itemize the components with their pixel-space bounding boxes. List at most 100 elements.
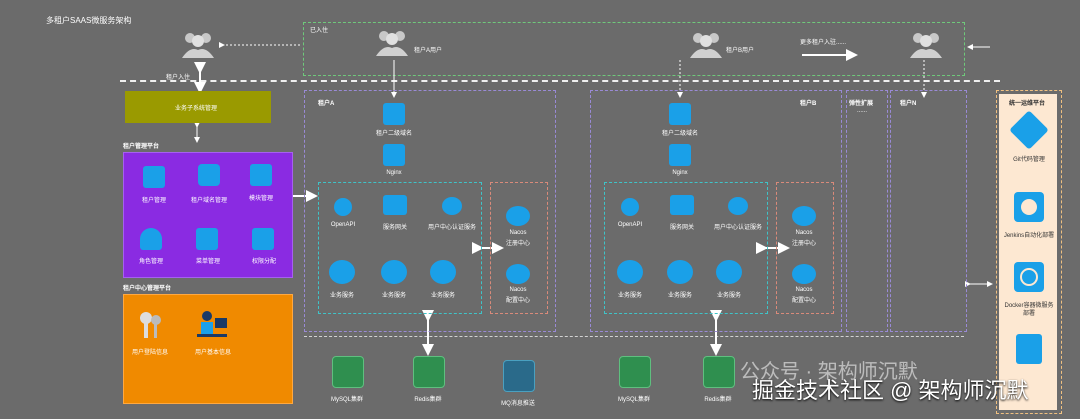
item-label: 菜单管理 bbox=[195, 259, 221, 265]
nacos-config-icon bbox=[506, 264, 530, 284]
mysql-icon bbox=[332, 356, 364, 388]
entered-label: 已入住 bbox=[310, 28, 329, 34]
service-icon bbox=[716, 260, 742, 284]
nginx-icon bbox=[383, 144, 405, 166]
domain-icon bbox=[383, 103, 405, 125]
keys-icon bbox=[140, 312, 161, 338]
service-label: 业务服务 bbox=[716, 293, 742, 299]
service-icon bbox=[430, 260, 456, 284]
people-icon bbox=[182, 33, 214, 58]
item-label: 租户域名管理 bbox=[190, 198, 228, 204]
git-label: Git代码管理 bbox=[1013, 157, 1045, 163]
mysql-icon bbox=[619, 356, 651, 388]
registry-label: 注册中心 bbox=[505, 241, 531, 247]
gateway-label: 服务网关 bbox=[669, 225, 695, 231]
tenant-a-label: 租户A bbox=[318, 101, 335, 107]
nacos-label: Nacos bbox=[509, 230, 527, 236]
tenant-entry-label: 租户入住 bbox=[166, 75, 191, 81]
auth-label: 用户中心认证服务 bbox=[713, 225, 763, 231]
user-item-label: 用户基本信息 bbox=[194, 350, 232, 356]
deploy-icon bbox=[1016, 334, 1042, 364]
tenant-mgmt-icon bbox=[143, 166, 165, 188]
divider-line bbox=[120, 80, 1000, 82]
openapi-label: OpenAPI bbox=[330, 222, 356, 228]
elastic-label: 弹性扩展 bbox=[849, 101, 874, 107]
mq-label: MQ消息推送 bbox=[501, 401, 535, 407]
auth-label: 用户中心认证服务 bbox=[427, 225, 477, 231]
nginx-label: Nginx bbox=[386, 170, 402, 176]
watermark-juejin: 掘金技术社区 @ 架构师沉默 bbox=[752, 378, 1029, 403]
gateway-icon bbox=[670, 195, 694, 215]
item-label: 模块管理 bbox=[248, 196, 274, 202]
tenant-a-zone bbox=[304, 90, 556, 332]
registry-label: 注册中心 bbox=[791, 241, 817, 247]
nacos-box-b bbox=[776, 182, 834, 314]
domain-label: 租户二级域名 bbox=[375, 131, 413, 137]
more-tenants-label: 更多租户入驻...... bbox=[800, 40, 847, 46]
gateway-label: 服务网关 bbox=[382, 225, 408, 231]
service-cluster-b bbox=[604, 182, 768, 314]
user-desk-icon bbox=[197, 311, 227, 337]
permission-icon bbox=[252, 228, 274, 250]
tenant-b-zone bbox=[590, 90, 842, 332]
redis-label: Redis集群 bbox=[414, 397, 442, 403]
tenant-a-users-label: 租户A用户 bbox=[414, 48, 443, 54]
redis-label: Redis集群 bbox=[704, 397, 732, 403]
biz-mgmt-label: 业务子系统管理 bbox=[175, 106, 218, 112]
tenant-b-users-label: 租户B用户 bbox=[726, 48, 755, 54]
openapi-label: OpenAPI bbox=[617, 222, 643, 228]
nacos-registry-icon bbox=[792, 206, 816, 226]
tenant-n-label: 租户N bbox=[900, 101, 917, 107]
nginx-icon bbox=[669, 144, 691, 166]
openapi-icon bbox=[621, 198, 639, 216]
menu-icon bbox=[196, 228, 218, 250]
domain-icon bbox=[669, 103, 691, 125]
nacos-config-icon bbox=[792, 264, 816, 284]
tenant-n-zone bbox=[890, 90, 967, 332]
config-label: 配置中心 bbox=[505, 298, 531, 304]
tenant-b-label: 租户B bbox=[800, 101, 817, 107]
diagram-title: 多租户SAAS微服务架构 bbox=[46, 16, 132, 25]
service-icon bbox=[381, 260, 407, 284]
elastic-zone bbox=[846, 90, 888, 332]
config-label: 配置中心 bbox=[791, 298, 817, 304]
docker-label: Docker容器微服务 bbox=[1004, 303, 1054, 309]
service-cluster-a bbox=[318, 182, 482, 314]
redis-icon bbox=[413, 356, 445, 388]
docker-icon bbox=[1014, 262, 1044, 292]
service-label: 业务服务 bbox=[617, 293, 643, 299]
storage-divider bbox=[304, 336, 964, 337]
service-label: 业务服务 bbox=[430, 293, 456, 299]
people-icon bbox=[376, 31, 408, 56]
nacos-registry-icon bbox=[506, 206, 530, 226]
people-icon bbox=[910, 33, 942, 58]
item-label: 权限分配 bbox=[251, 259, 277, 265]
mysql-label: MySQL集群 bbox=[330, 397, 364, 403]
nacos-box-a bbox=[490, 182, 548, 314]
jenkins-icon bbox=[1014, 192, 1044, 222]
ops-outer-box bbox=[996, 90, 1062, 414]
domain-mgmt-icon bbox=[198, 164, 220, 186]
service-icon bbox=[329, 260, 355, 284]
domain-label: 租户二级域名 bbox=[661, 131, 699, 137]
service-icon bbox=[617, 260, 643, 284]
nacos-label: Nacos bbox=[509, 287, 527, 293]
service-label: 业务服务 bbox=[381, 293, 407, 299]
nginx-label: Nginx bbox=[672, 170, 688, 176]
ops-title: 统一运维平台 bbox=[1009, 101, 1046, 107]
tenant-platform-title: 租户管理平台 bbox=[123, 144, 160, 150]
docker-label: 部署 bbox=[1022, 311, 1036, 317]
nacos-label: Nacos bbox=[795, 230, 813, 236]
user-item-label: 用户登陆信息 bbox=[131, 350, 169, 356]
mq-icon bbox=[503, 360, 535, 392]
mysql-label: MySQL集群 bbox=[617, 397, 651, 403]
jenkins-label: Jenkins自动化部署 bbox=[1003, 233, 1055, 239]
role-icon bbox=[140, 228, 162, 250]
people-icon bbox=[690, 33, 722, 58]
biz-mgmt-box: 业务子系统管理 bbox=[125, 91, 271, 123]
service-icon bbox=[667, 260, 693, 284]
auth-icon bbox=[728, 197, 748, 215]
user-center-title: 租户中心管理平台 bbox=[123, 286, 172, 292]
nacos-label: Nacos bbox=[795, 287, 813, 293]
